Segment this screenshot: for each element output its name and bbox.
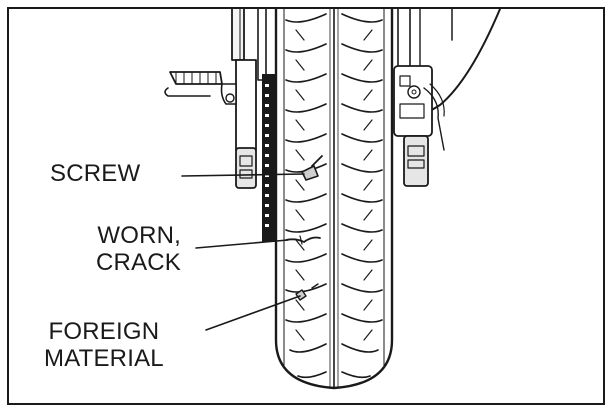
foreign-material-defect — [295, 283, 319, 301]
screw-defect — [301, 155, 323, 181]
crack-defect — [285, 235, 321, 245]
left-lever — [164, 71, 237, 105]
foreign-material-leader — [205, 295, 301, 331]
front-tire — [274, 9, 394, 390]
worn-crack-label: WORN, CRACK — [96, 222, 182, 276]
screw-label: SCREW — [50, 160, 141, 187]
foreign-material-label: FOREIGN MATERIAL — [44, 318, 164, 372]
leader-lines — [181, 173, 305, 331]
screw-leader — [181, 173, 305, 177]
brake-disc — [262, 74, 276, 242]
right-fork-caliper — [393, 9, 445, 187]
left-fork-leg — [231, 9, 267, 189]
worn-crack-leader — [195, 239, 289, 249]
